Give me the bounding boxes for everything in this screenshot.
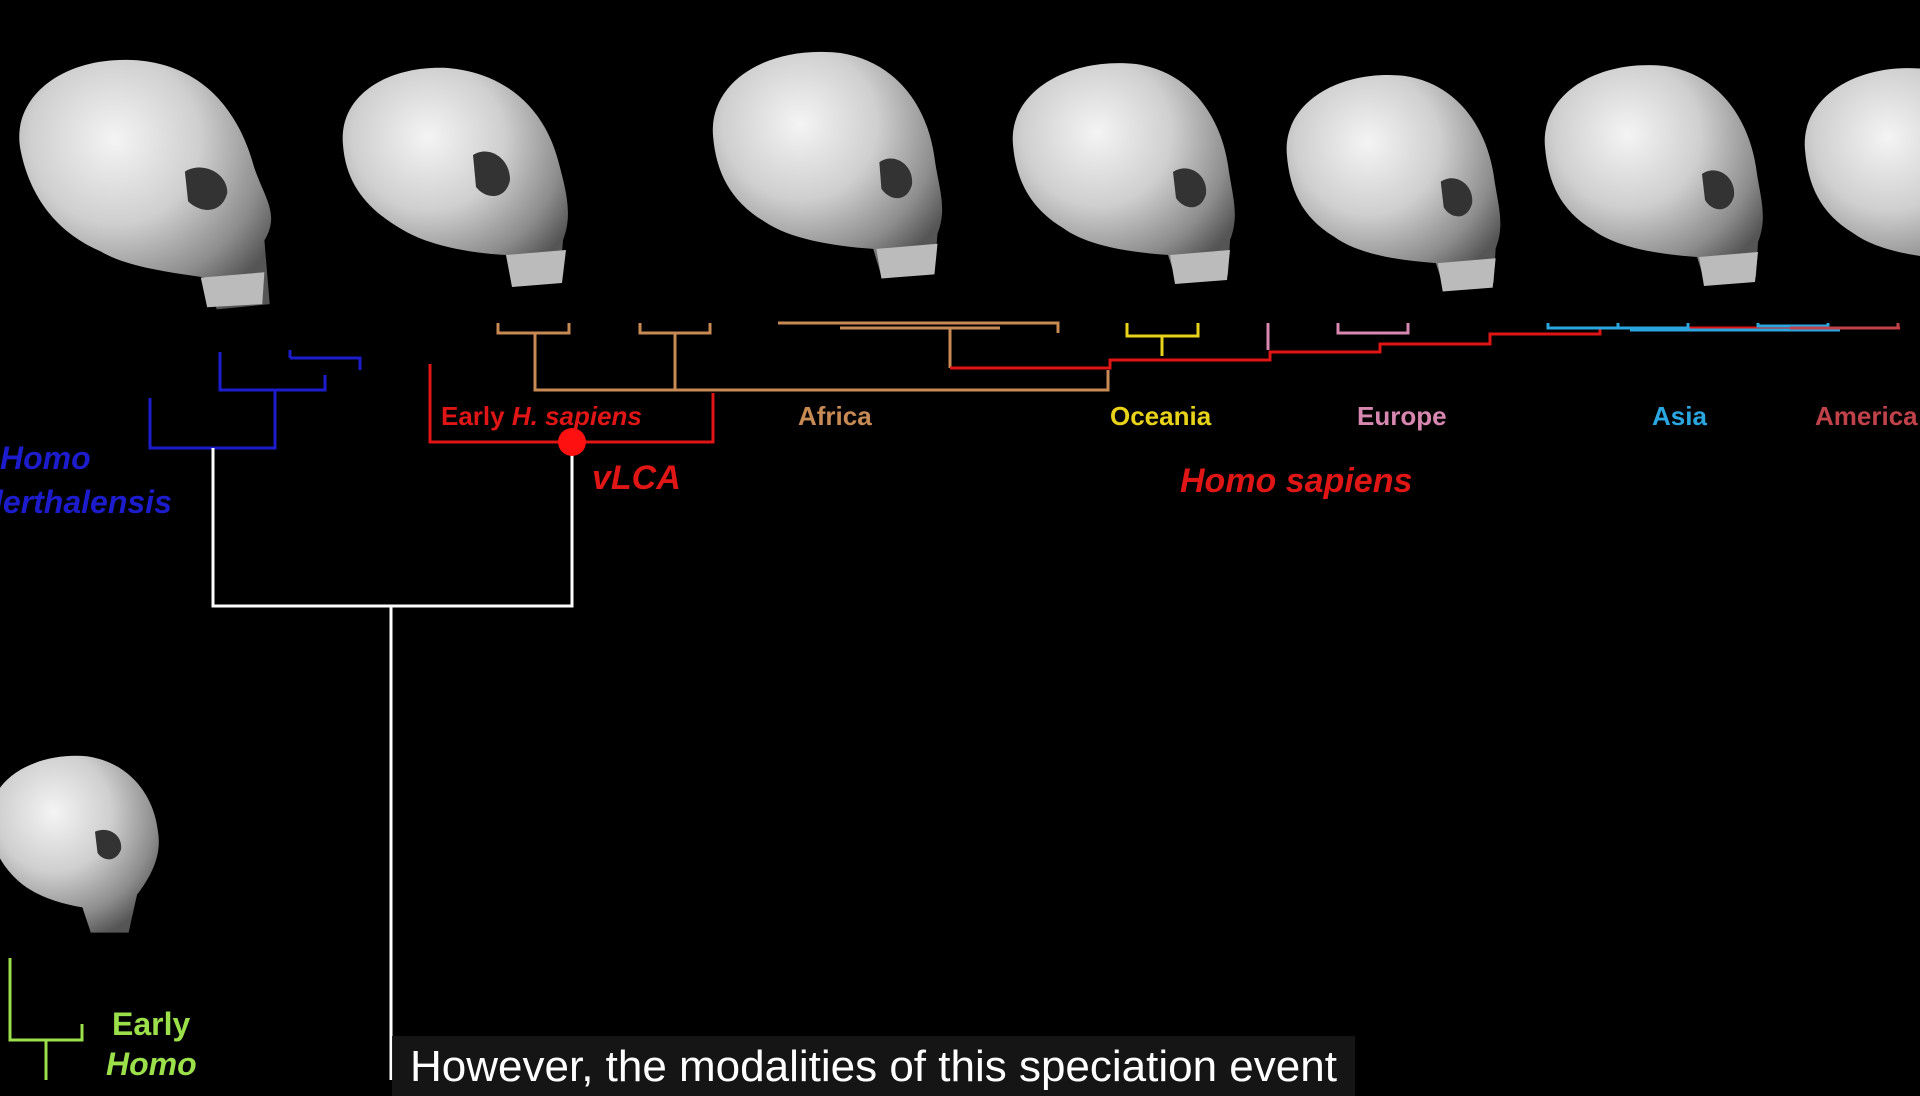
label-oceania: Oceania bbox=[1110, 401, 1212, 431]
europe-clade bbox=[1266, 323, 1410, 350]
sapiens-spine bbox=[950, 326, 1900, 370]
asia-clade bbox=[1546, 323, 1840, 332]
label-vlca: vLCA bbox=[592, 459, 681, 497]
skull-icon bbox=[1544, 65, 1763, 286]
africa-clade bbox=[496, 321, 1110, 392]
subtitle-caption: However, the modalities of this speciati… bbox=[392, 1036, 1355, 1096]
label-asia: Asia bbox=[1652, 401, 1707, 431]
early-homo-clade bbox=[8, 958, 84, 1080]
skull-icon bbox=[1012, 63, 1235, 284]
label-early-homo-2: Homo bbox=[106, 1046, 197, 1080]
skull-icon bbox=[1286, 75, 1501, 292]
skull-icon bbox=[342, 67, 568, 287]
label-early-h-sapiens: Early H. sapiens bbox=[441, 401, 642, 431]
label-homo: Homo bbox=[0, 440, 91, 476]
skull-icon bbox=[19, 59, 272, 310]
label-early-homo-1: Early bbox=[112, 1006, 190, 1042]
main-trunk bbox=[211, 447, 574, 1080]
label-africa: Africa bbox=[798, 401, 872, 431]
skull-icon bbox=[1804, 68, 1920, 256]
neanderthal-clade bbox=[148, 350, 362, 450]
label-america: America bbox=[1815, 401, 1918, 431]
label-neanderthalensis: lerthalensis bbox=[0, 484, 172, 520]
america-clade bbox=[1790, 323, 1900, 330]
label-europe: Europe bbox=[1357, 401, 1447, 431]
oceania-clade bbox=[1125, 323, 1200, 356]
label-homo-sapiens: Homo sapiens bbox=[1180, 462, 1412, 500]
vlca-node bbox=[558, 428, 586, 456]
skull-icon bbox=[712, 51, 943, 279]
skull-icon bbox=[0, 755, 159, 933]
